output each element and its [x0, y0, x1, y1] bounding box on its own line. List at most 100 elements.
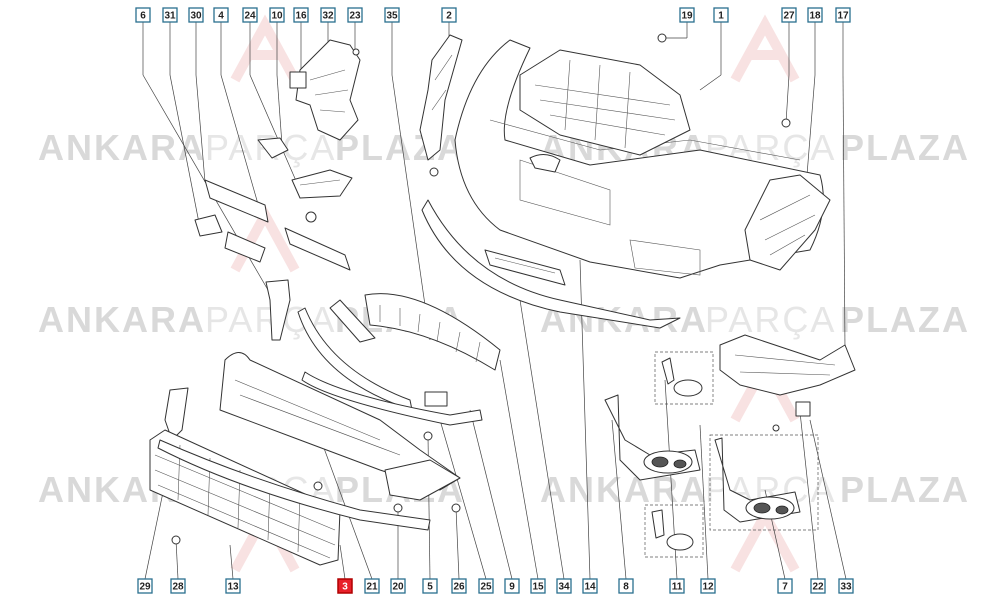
- callout-31[interactable]: 31: [162, 7, 178, 23]
- callout-box: [170, 578, 186, 594]
- callout-number: 2: [446, 11, 452, 22]
- callout-number: 16: [295, 11, 307, 22]
- leader-line: [339, 544, 346, 580]
- callout-number: 5: [427, 582, 433, 593]
- callout-box: [679, 7, 695, 23]
- callout-14[interactable]: 14: [582, 578, 598, 594]
- callout-box: [364, 578, 380, 594]
- leader-line: [842, 74, 846, 351]
- callout-5[interactable]: 5: [422, 578, 438, 594]
- callout-10[interactable]: 10: [269, 7, 285, 23]
- watermark-logo-icon: [230, 14, 300, 83]
- callout-16[interactable]: 16: [293, 7, 309, 23]
- callout-number: 22: [812, 582, 824, 593]
- leader-line: [699, 74, 722, 91]
- callout-24[interactable]: 24: [242, 7, 258, 23]
- callout-30[interactable]: 30: [188, 7, 204, 23]
- callout-7[interactable]: 7: [777, 578, 793, 594]
- leader-line: [499, 359, 539, 580]
- callout-13[interactable]: 13: [225, 578, 241, 594]
- upper-grille-absorber: [519, 49, 691, 156]
- callout-box: [700, 578, 716, 594]
- callout-number: 32: [322, 11, 334, 22]
- callout-box: [835, 7, 851, 23]
- callout-box: [347, 7, 363, 23]
- callout-4[interactable]: 4: [213, 7, 229, 23]
- callout-box: [213, 7, 229, 23]
- callout-35[interactable]: 35: [384, 7, 400, 23]
- watermark-word-plaza: PLAZA: [840, 127, 970, 168]
- callout-box: [810, 578, 826, 594]
- callout-23[interactable]: 23: [347, 7, 363, 23]
- callout-12[interactable]: 12: [700, 578, 716, 594]
- callout-number: 3: [342, 582, 348, 593]
- callout-box: [188, 7, 204, 23]
- callout-3[interactable]: 3: [337, 578, 353, 594]
- callout-17[interactable]: 17: [835, 7, 851, 23]
- leader-line: [785, 74, 790, 124]
- callout-box: [530, 578, 546, 594]
- callout-29[interactable]: 29: [137, 578, 153, 594]
- callout-number: 29: [139, 582, 151, 593]
- callout-21[interactable]: 21: [364, 578, 380, 594]
- callout-27[interactable]: 27: [781, 7, 797, 23]
- callout-number: 18: [809, 11, 821, 22]
- callout-number: 27: [783, 11, 795, 22]
- callout-22[interactable]: 22: [810, 578, 826, 594]
- fog-lamp-bezel-upper: [654, 351, 714, 405]
- callout-18[interactable]: 18: [807, 7, 823, 23]
- leader-line: [469, 409, 513, 580]
- callout-number: 17: [837, 11, 849, 22]
- right-wing-bracket: [744, 118, 831, 271]
- lower-underbody-shield: [171, 431, 461, 545]
- callout-box: [556, 578, 572, 594]
- callout-box: [838, 578, 854, 594]
- highlighted-chrome-strip: [157, 439, 431, 531]
- callout-number: 19: [681, 11, 693, 22]
- watermark-word-ankara: ANKARA: [38, 127, 206, 168]
- lower-bumper-cover: [219, 352, 461, 491]
- callout-20[interactable]: 20: [390, 578, 406, 594]
- leader-line: [799, 411, 819, 580]
- leader-line: [439, 419, 487, 580]
- callout-2[interactable]: 2: [441, 7, 457, 23]
- callout-box: [225, 578, 241, 594]
- watermark-word-plaza: PLAZA: [840, 469, 970, 510]
- callout-number: 11: [672, 582, 683, 593]
- leader-line: [169, 74, 201, 229]
- fog-lamp-trims-and-brackets: [194, 137, 353, 271]
- callout-box: [441, 7, 457, 23]
- callout-26[interactable]: 26: [451, 578, 467, 594]
- leader-line: [195, 74, 206, 183]
- callout-15[interactable]: 15: [530, 578, 546, 594]
- callout-25[interactable]: 25: [478, 578, 494, 594]
- fog-lamp-cover-small: [644, 504, 704, 558]
- callout-box: [269, 7, 285, 23]
- chrome-trim-strips: [297, 307, 483, 426]
- callout-32[interactable]: 32: [320, 7, 336, 23]
- callout-number: 26: [453, 582, 465, 593]
- leader-line: [809, 419, 847, 580]
- leader-line: [276, 74, 283, 146]
- callout-9[interactable]: 9: [504, 578, 520, 594]
- callout-number: 21: [366, 582, 378, 593]
- callout-19[interactable]: 19: [679, 7, 695, 23]
- callout-6[interactable]: 6: [135, 7, 151, 23]
- leader-line: [391, 74, 431, 341]
- callout-box: [777, 578, 793, 594]
- callout-box: [504, 578, 520, 594]
- callout-11[interactable]: 11: [669, 578, 685, 594]
- front-bumper-shell: [454, 39, 824, 279]
- callout-34[interactable]: 34: [556, 578, 572, 594]
- leader-line: [249, 74, 301, 191]
- callout-1[interactable]: 1: [713, 7, 729, 23]
- center-lower-bracket: [484, 249, 566, 286]
- leader-line: [220, 74, 263, 219]
- callout-8[interactable]: 8: [618, 578, 634, 594]
- callout-33[interactable]: 33: [838, 578, 854, 594]
- callout-box: [320, 7, 336, 23]
- callout-28[interactable]: 28: [170, 578, 186, 594]
- callout-box: [618, 578, 634, 594]
- leader-line: [519, 299, 565, 580]
